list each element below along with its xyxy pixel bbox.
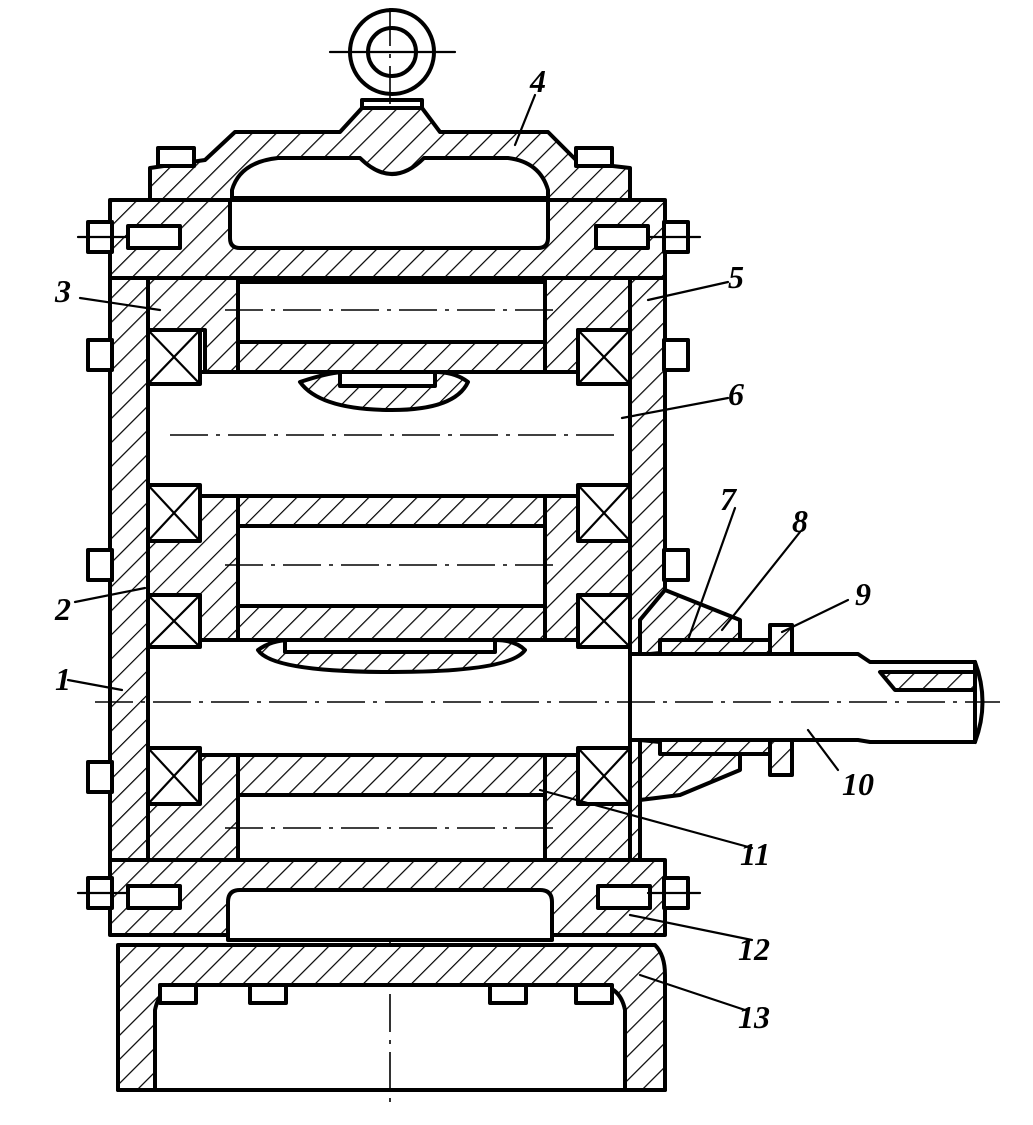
left-housing-wall (108, 276, 150, 917)
base-frame (116, 943, 667, 1092)
upper-gear-rim (236, 340, 547, 374)
upper-shaft-keyway (338, 370, 437, 388)
base-bolts (158, 983, 614, 1005)
upper-gear-face (236, 280, 547, 344)
lower-gear-upper-rim (236, 753, 547, 797)
callout-6: 6 (728, 376, 744, 412)
shaft-sleeve-lower (658, 738, 780, 756)
upper-left-stud (126, 224, 182, 250)
shaft-sleeve-upper (658, 638, 780, 656)
side-bolts (76, 146, 702, 910)
callout-2: 2 (54, 591, 71, 627)
callout-10: 10 (842, 766, 874, 802)
leader-lines (66, 93, 850, 1012)
callout-4: 4 (529, 63, 546, 99)
callout-8: 8 (792, 503, 808, 539)
upper-rim-slot (228, 198, 550, 250)
output-shaft-key (878, 670, 977, 692)
lower-shaft-keyway (283, 638, 497, 654)
callout-5: 5 (728, 259, 744, 295)
callout-12: 12 (738, 931, 770, 967)
callout-3: 3 (54, 273, 71, 309)
middle-gear-lower-rim (236, 604, 547, 642)
lower-left-stud (126, 884, 182, 910)
upper-left-bearing (146, 328, 202, 543)
callout-11: 11 (740, 836, 770, 872)
upper-right-stud (594, 224, 650, 250)
lower-right-stud (596, 884, 652, 910)
middle-gear-face (236, 524, 547, 608)
lower-rim-slot (226, 888, 554, 942)
top-cover-cavity (230, 156, 550, 200)
callout-13: 13 (738, 999, 770, 1035)
middle-gear-upper-rim (236, 494, 547, 528)
callout-7: 7 (720, 481, 738, 517)
upper-right-bearing (576, 328, 632, 543)
output-shaft (628, 652, 977, 744)
callout-1: 1 (55, 661, 71, 697)
callout-9: 9 (855, 576, 871, 612)
